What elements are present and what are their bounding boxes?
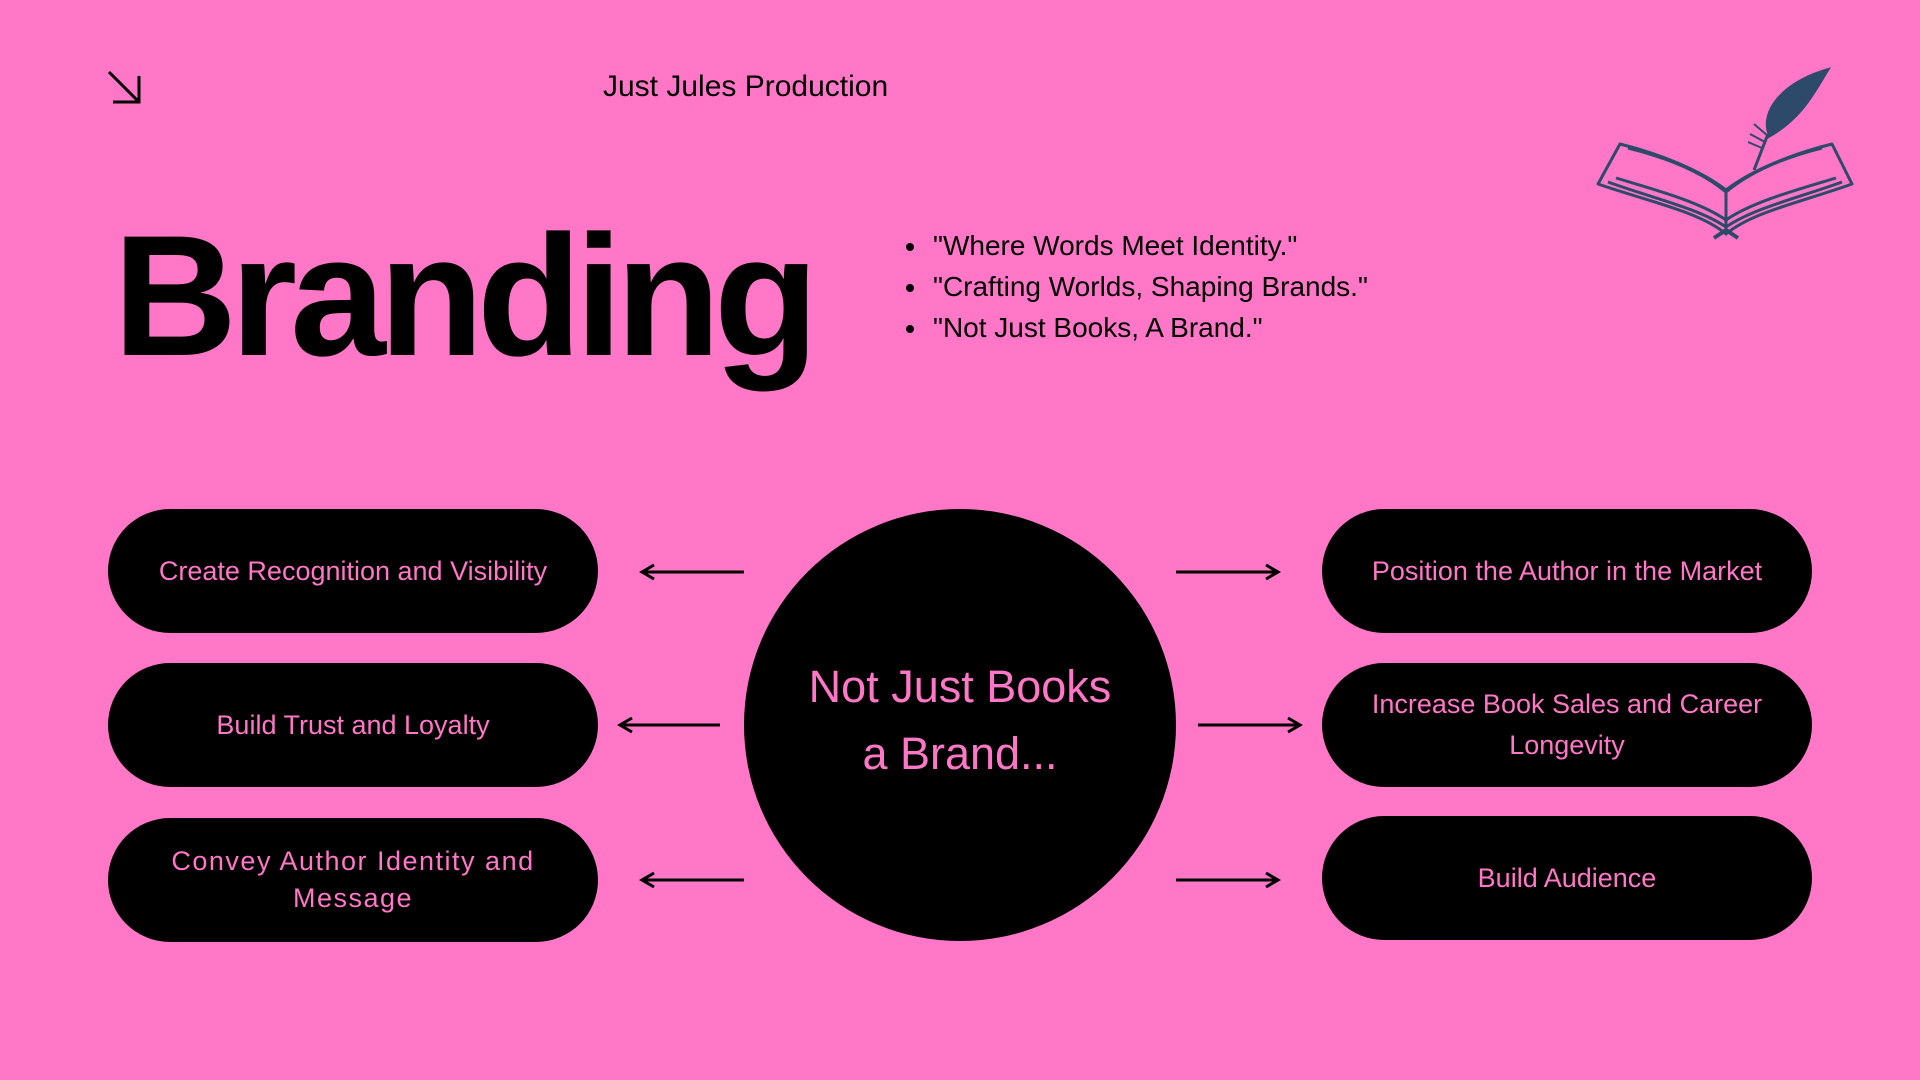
arrow-left-icon: [642, 565, 744, 579]
open-book-quill-icon: [1590, 62, 1860, 242]
goal-label: Increase Book Sales and Career Longevity: [1350, 684, 1784, 766]
brand-name: Just Jules Production: [603, 70, 888, 104]
arrow-left-icon: [620, 718, 720, 732]
tagline-list: "Where Words Meet Identity." "Crafting W…: [905, 225, 1368, 348]
goal-pill-identity: Convey Author Identity and Message: [108, 818, 598, 942]
goal-pill-position: Position the Author in the Market: [1322, 509, 1812, 633]
goal-pill-sales: Increase Book Sales and Career Longevity: [1322, 663, 1812, 787]
goal-label: Build Trust and Loyalty: [216, 705, 489, 746]
arrow-right-icon: [1198, 718, 1300, 732]
goal-pill-recognition: Create Recognition and Visibility: [108, 509, 598, 633]
tagline-item: "Where Words Meet Identity.": [929, 225, 1368, 266]
tagline-item: "Not Just Books, A Brand.": [929, 307, 1368, 348]
arrow-left-icon: [642, 873, 744, 887]
page-title: Branding: [113, 206, 812, 386]
center-label: Not Just Books a Brand...: [790, 653, 1130, 787]
center-circle: Not Just Books a Brand...: [744, 509, 1176, 941]
goal-label: Build Audience: [1478, 858, 1657, 899]
tagline-item: "Crafting Worlds, Shaping Brands.": [929, 266, 1368, 307]
arrow-down-right-icon: [105, 68, 145, 108]
arrow-right-icon: [1176, 873, 1278, 887]
arrow-right-icon: [1176, 565, 1278, 579]
goal-pill-audience: Build Audience: [1322, 816, 1812, 940]
goal-label: Position the Author in the Market: [1372, 551, 1762, 592]
goal-label: Create Recognition and Visibility: [159, 551, 547, 592]
goal-pill-trust: Build Trust and Loyalty: [108, 663, 598, 787]
goal-label: Convey Author Identity and Message: [136, 843, 570, 917]
